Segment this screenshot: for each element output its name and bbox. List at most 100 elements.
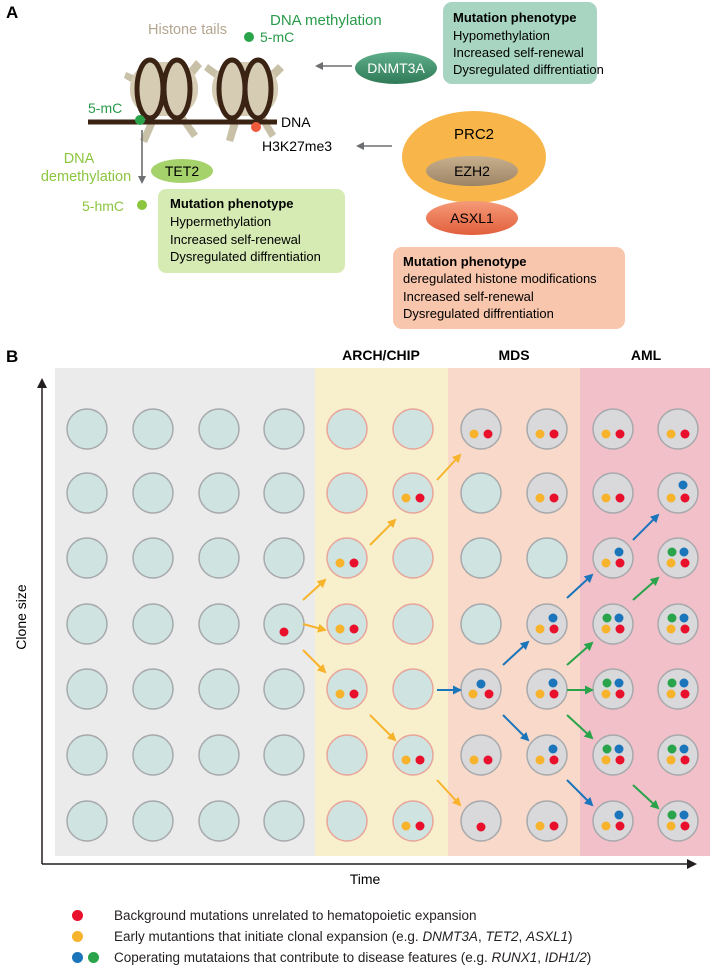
red-mutation-dot bbox=[549, 689, 559, 699]
legend-text-part: ) bbox=[586, 950, 592, 965]
cell bbox=[592, 472, 634, 514]
blue-mutation-dot bbox=[614, 613, 624, 623]
dnmt3a-box-line: Increased self-renewal bbox=[453, 45, 584, 60]
red-mutation-dot bbox=[476, 822, 486, 832]
orange-mutation-dot bbox=[666, 558, 676, 568]
cell bbox=[526, 734, 568, 776]
asxl1-box-line: Dysregulated diffrentiation bbox=[403, 306, 554, 321]
blue-mutation-dot bbox=[614, 744, 624, 754]
red-mutation-dot bbox=[415, 493, 425, 503]
blue-mutation-dot bbox=[548, 613, 558, 623]
cell bbox=[198, 603, 240, 645]
orange-mutation-dot bbox=[335, 558, 345, 568]
green-mutation-dot bbox=[667, 678, 677, 688]
dnmt3a-label: DNMT3A bbox=[367, 60, 425, 76]
asxl1-pill bbox=[426, 201, 518, 235]
asxl1-box-line: Increased self-renewal bbox=[403, 289, 534, 304]
legend-dots bbox=[72, 952, 114, 963]
cell bbox=[460, 472, 502, 514]
cell bbox=[66, 734, 108, 776]
cell bbox=[66, 408, 108, 450]
cell bbox=[263, 472, 305, 514]
red-mutation-dot bbox=[680, 493, 690, 503]
cell bbox=[66, 537, 108, 579]
cell bbox=[657, 800, 699, 842]
red-dot-icon bbox=[72, 910, 83, 921]
legend-text-part: , bbox=[477, 929, 486, 944]
blue-mutation-dot bbox=[614, 547, 624, 557]
cell bbox=[460, 603, 502, 645]
orange-mutation-dot bbox=[535, 624, 545, 634]
orange-mutation-dot bbox=[535, 689, 545, 699]
cell bbox=[132, 537, 174, 579]
red-mutation-dot bbox=[549, 624, 559, 634]
cell bbox=[460, 800, 502, 842]
cell bbox=[198, 472, 240, 514]
cell bbox=[326, 472, 368, 514]
cell bbox=[326, 800, 368, 842]
orange-mutation-dot bbox=[666, 821, 676, 831]
red-mutation-dot bbox=[549, 821, 559, 831]
legend-text: Background mutations unrelated to hemato… bbox=[114, 908, 477, 923]
cell bbox=[392, 537, 434, 579]
red-mutation-dot bbox=[615, 689, 625, 699]
dna-demethylation-label-1: DNA bbox=[64, 151, 95, 167]
blue-mutation-dot bbox=[679, 613, 689, 623]
cell bbox=[132, 472, 174, 514]
clonal-expansion-arrow bbox=[436, 453, 462, 481]
cell-grid bbox=[66, 408, 699, 842]
clonal-expansion-arrow bbox=[502, 640, 530, 666]
clonal-expansion-arrow bbox=[566, 779, 594, 807]
blue-mutation-dot bbox=[679, 810, 689, 820]
blue-mutation-dot bbox=[548, 678, 558, 688]
prc2-label: PRC2 bbox=[454, 126, 494, 143]
orange-mutation-dot bbox=[401, 821, 411, 831]
tet2-box-line: Dysregulated diffrentiation bbox=[170, 249, 321, 264]
clonal-expansion-arrow bbox=[302, 649, 327, 674]
tet2-box-line: Hypermethylation bbox=[170, 214, 271, 229]
red-mutation-dot bbox=[483, 429, 493, 439]
legend-gene: DNMT3A bbox=[422, 929, 478, 944]
cell bbox=[132, 408, 174, 450]
orange-mutation-dot bbox=[335, 624, 345, 634]
asxl1-label: ASXL1 bbox=[450, 210, 494, 226]
cell bbox=[392, 800, 434, 842]
cell bbox=[657, 603, 699, 645]
legend-dots bbox=[72, 910, 114, 921]
orange-mutation-dot bbox=[666, 755, 676, 765]
cell bbox=[592, 800, 634, 842]
cell bbox=[326, 408, 368, 450]
blue-mutation-dot bbox=[679, 547, 689, 557]
cell bbox=[526, 800, 568, 842]
hmc-label: 5-hmC bbox=[82, 198, 124, 214]
cell bbox=[263, 734, 305, 776]
clonal-expansion-arrow bbox=[302, 578, 327, 601]
clonal-expansion-arrow bbox=[632, 576, 660, 601]
cell bbox=[526, 603, 568, 645]
cell bbox=[392, 734, 434, 776]
legend-gene: IDH1/2 bbox=[544, 950, 587, 965]
histone-tails-label: Histone tails bbox=[148, 22, 227, 38]
clonal-expansion-arrow bbox=[302, 623, 327, 633]
cell bbox=[326, 668, 368, 710]
cell bbox=[592, 603, 634, 645]
red-mutation-dot bbox=[483, 755, 493, 765]
ezh2-label: EZH2 bbox=[454, 163, 490, 179]
stage-label-arch: ARCH/CHIP bbox=[342, 347, 420, 363]
red-mutation-dot bbox=[349, 558, 359, 568]
cell bbox=[263, 537, 305, 579]
cell bbox=[526, 408, 568, 450]
orange-mutation-dot bbox=[469, 755, 479, 765]
tet2-pill bbox=[151, 159, 213, 183]
cell bbox=[326, 603, 368, 645]
cell bbox=[592, 734, 634, 776]
orange-mutation-dot bbox=[469, 429, 479, 439]
methyl-mark-top bbox=[244, 32, 254, 42]
dna-demethylation-label-2: demethylation bbox=[41, 169, 131, 185]
cell bbox=[132, 800, 174, 842]
green-mutation-dot bbox=[667, 744, 677, 754]
green-mutation-dot bbox=[667, 810, 677, 820]
cell bbox=[198, 734, 240, 776]
stage-label-aml: AML bbox=[631, 347, 662, 363]
